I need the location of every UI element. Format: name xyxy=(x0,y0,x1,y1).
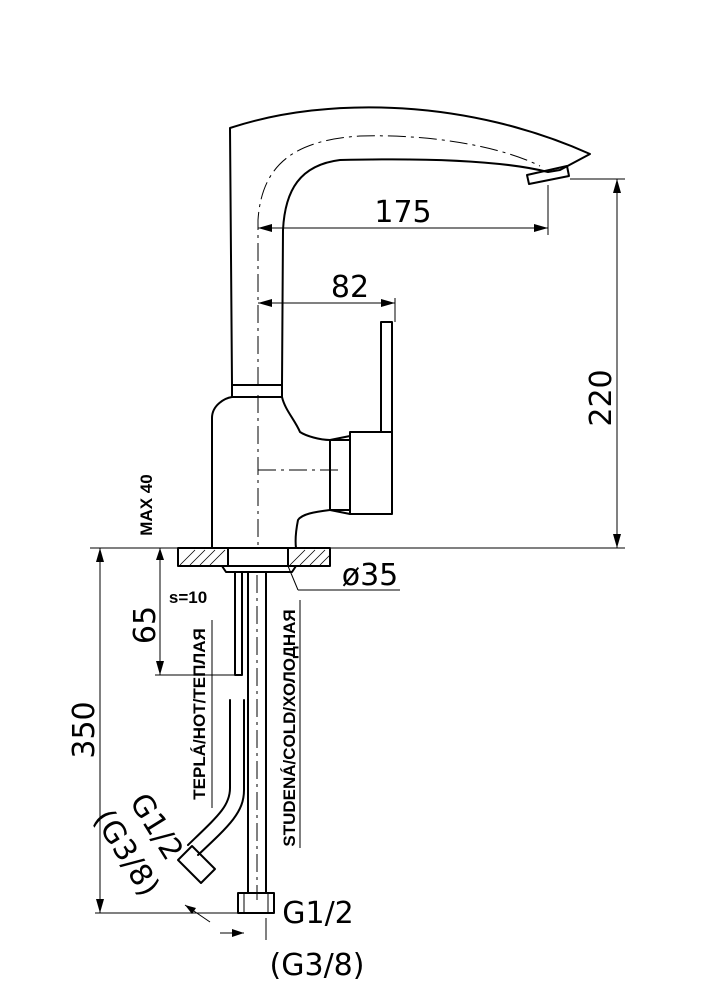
hot-hose-outer xyxy=(197,699,245,856)
countertop-section xyxy=(90,547,625,573)
hot-label: TEPLÁ/HOT/ТЕПЛАЯ xyxy=(190,628,209,799)
dim-max-thickness-value: MAX 40 xyxy=(137,474,156,535)
hot-thread-callout: G1/2 (G3/8) xyxy=(86,787,244,937)
dim-lever-offset: 82 xyxy=(258,270,396,322)
spout-outline xyxy=(229,106,591,386)
dim-lever-offset-value: 82 xyxy=(331,270,369,305)
dim-hose-length: 350 xyxy=(67,548,240,914)
dim-hole-diameter: ø35 xyxy=(287,558,400,593)
cold-thread-callout: G1/2 (G3/8) xyxy=(265,896,365,983)
mount-hole xyxy=(227,547,289,567)
dim-hose-length-value: 350 xyxy=(67,701,102,758)
dim-shank-length: 65 xyxy=(128,570,240,676)
dim-reach-value: 175 xyxy=(374,195,431,230)
dim-reach: 175 xyxy=(258,185,549,235)
dim-height: 220 xyxy=(570,178,625,548)
fixing-nut xyxy=(221,565,297,573)
lever-arm xyxy=(380,321,393,433)
hot-hose-inner xyxy=(187,699,231,846)
cold-thread-alt-value: (G3/8) xyxy=(270,948,365,983)
faucet-body xyxy=(211,106,591,560)
cold-thread-value: G1/2 xyxy=(282,896,354,931)
collar xyxy=(231,384,283,398)
wall-thickness-label: s=10 xyxy=(169,588,207,607)
supply-hoses xyxy=(177,571,275,914)
lever-handle xyxy=(349,431,393,515)
fixing-stud xyxy=(234,571,243,676)
dim-shank-length-value: 65 xyxy=(128,606,163,644)
hot-fitting xyxy=(177,845,216,884)
flow-centerline xyxy=(257,135,541,385)
dim-height-value: 220 xyxy=(584,369,619,426)
mixer-body xyxy=(211,396,351,549)
cold-label: STUDENÁ/COLD/ХОЛОДНАЯ xyxy=(280,609,299,846)
aerator xyxy=(526,165,570,185)
countertop-hatch xyxy=(179,549,331,566)
cold-fitting xyxy=(237,892,275,914)
cartridge xyxy=(329,435,351,515)
dim-max-thickness: MAX 40 xyxy=(137,474,164,585)
dim-hole-diameter-value: ø35 xyxy=(342,558,399,593)
cold-hose xyxy=(247,571,267,894)
